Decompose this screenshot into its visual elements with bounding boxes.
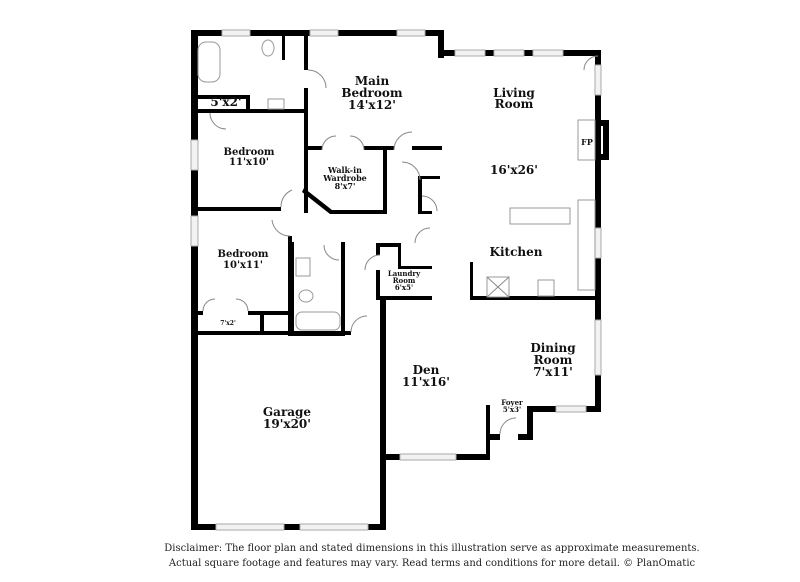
living-room-size: 16'x26' bbox=[490, 163, 538, 177]
walk-in-size: 8'x7' bbox=[335, 181, 356, 191]
doors bbox=[202, 55, 599, 435]
closet-7x2-size: 7'x2' bbox=[220, 320, 236, 327]
den-size: 11'x16' bbox=[402, 375, 450, 389]
sink-2 bbox=[295, 257, 311, 277]
bedroom-1-size: 11'x10' bbox=[229, 157, 269, 168]
bedroom-1-name: Bedroom bbox=[224, 147, 275, 158]
walk-in-name-2: Wardrobe bbox=[322, 173, 367, 183]
toilet bbox=[261, 39, 275, 57]
bathtub bbox=[197, 41, 221, 83]
bedroom-2-name: Bedroom bbox=[218, 249, 269, 260]
walk-in-name-1: Walk-in bbox=[327, 165, 362, 175]
range bbox=[537, 279, 555, 297]
main-bedroom-name-2: Bedroom bbox=[341, 86, 402, 100]
dining-room-name-1: Dining bbox=[530, 341, 576, 355]
dining-room-size: 7'x11' bbox=[533, 365, 573, 379]
fireplace bbox=[577, 119, 596, 161]
kitchen-name: Kitchen bbox=[490, 245, 543, 259]
garage-size: 19'x20' bbox=[263, 417, 311, 431]
disclaimer-line-1: Disclaimer: The floor plan and stated di… bbox=[164, 543, 699, 554]
foyer-size: 5'x3' bbox=[503, 405, 521, 414]
main-bedroom-size: 14'x12' bbox=[348, 98, 396, 112]
toilet-2 bbox=[298, 289, 314, 303]
fixtures bbox=[197, 39, 596, 331]
fireplace-label: FP bbox=[581, 137, 593, 147]
laundry-name-2: Room bbox=[393, 276, 416, 285]
bathtub-2 bbox=[295, 311, 341, 331]
sink bbox=[267, 98, 285, 110]
windows bbox=[190, 29, 602, 531]
kitchen-island bbox=[509, 207, 571, 225]
closet-5x2-size: 5'x2' bbox=[210, 95, 241, 109]
bedroom-2-size: 10'x11' bbox=[223, 260, 263, 271]
counter bbox=[577, 199, 596, 291]
disclaimer-line-2: Actual square footage and features may v… bbox=[168, 558, 696, 569]
den-name: Den bbox=[413, 363, 440, 377]
garage-name: Garage bbox=[263, 405, 312, 419]
living-room-name-2: Room bbox=[495, 97, 534, 111]
laundry-name-1: Laundry bbox=[388, 269, 421, 278]
living-room-name-1: Living bbox=[493, 86, 535, 100]
room-labels: Main Bedroom 14'x12' 5'x2' Bedroom 11'x1… bbox=[210, 74, 592, 431]
laundry-size: 6'x5' bbox=[395, 283, 413, 292]
dining-room-name-2: Room bbox=[534, 353, 573, 367]
foyer-name: Foyer bbox=[501, 398, 523, 407]
main-bedroom-name-1: Main bbox=[355, 74, 390, 88]
interior-walls bbox=[191, 30, 601, 336]
